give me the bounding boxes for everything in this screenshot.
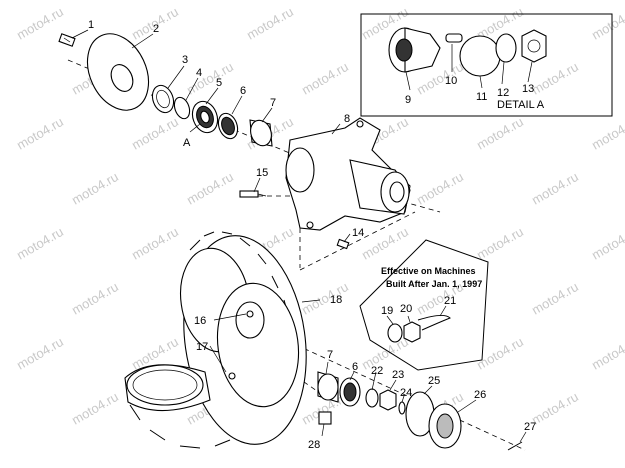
callout-2: 2	[153, 23, 159, 35]
watermark-text: moto4.ru	[184, 59, 236, 98]
leader-lines	[71, 29, 533, 443]
watermark-text: moto4.ru	[529, 279, 581, 318]
watermark-text: moto4.ru	[359, 224, 411, 263]
watermark-text: moto4.ru	[589, 114, 625, 153]
part-6-bearing	[217, 112, 239, 140]
callout-23: 23	[392, 369, 404, 381]
part-1-bolt	[58, 33, 76, 47]
callout-18: 18	[330, 294, 342, 306]
watermark-text: moto4.ru	[529, 169, 581, 208]
callout-28: 28	[308, 439, 320, 451]
watermark-text: moto4.ru	[529, 59, 581, 98]
part-2-brake-disc	[86, 33, 150, 111]
watermark-text: moto4.ru	[244, 4, 296, 43]
callout-6: 6	[240, 85, 246, 97]
watermark-text: moto4.ru	[184, 169, 236, 208]
part-24-cotter	[398, 401, 406, 415]
effective-box: Effective on Machines Built After Jan. 1…	[359, 239, 489, 371]
callout-1: 1	[88, 19, 94, 31]
part-22-washer	[365, 388, 379, 408]
watermark-text: moto4.ru	[14, 114, 66, 153]
callout-17: 17	[196, 341, 208, 353]
callout-5: 5	[216, 77, 222, 89]
callout-15: 15	[256, 167, 268, 179]
callout-A: A	[183, 137, 191, 149]
detail-a-box: DETAIL A	[360, 13, 613, 117]
watermark-text: moto4.ru	[14, 334, 66, 373]
callout-14: 14	[352, 227, 364, 239]
watermark-text: moto4.ru	[14, 4, 66, 43]
callout-27: 27	[524, 421, 536, 433]
callout-26: 26	[474, 389, 486, 401]
callout-25: 25	[428, 375, 440, 387]
effective-callout-20: 20	[400, 303, 412, 315]
detail-callout-12: 12	[497, 87, 509, 99]
part-6-lower-bearing	[339, 377, 361, 407]
callout-4: 4	[196, 67, 202, 79]
watermark-text: moto4.ru	[299, 279, 351, 318]
watermark-text: moto4.ru	[414, 169, 466, 208]
part-7-race	[249, 119, 273, 147]
watermark-text: moto4.ru	[69, 279, 121, 318]
watermark-text: moto4.ru	[129, 224, 181, 263]
watermark-text: moto4.ru	[589, 4, 625, 43]
watermark-text: moto4.ru	[69, 169, 121, 208]
callout-7-lower: 7	[327, 349, 333, 361]
watermark-text: moto4.ru	[359, 334, 411, 373]
watermark-text: moto4.ru	[14, 224, 66, 263]
effective-line-1: Effective on Machines	[381, 266, 476, 276]
watermark-text: moto4.ru	[474, 114, 526, 153]
detail-callout-13: 13	[522, 83, 534, 95]
callout-8: 8	[344, 113, 350, 125]
part-5-bearing	[191, 100, 219, 134]
callout-3: 3	[182, 54, 188, 66]
watermark-text: moto4.ru	[474, 334, 526, 373]
callout-24: 24	[400, 387, 412, 399]
part-27-screw	[507, 441, 523, 451]
detail-callout-9: 9	[405, 94, 411, 106]
part-28-valve	[318, 411, 332, 425]
watermark-text: moto4.ru	[589, 224, 625, 263]
callout-16: 16	[194, 315, 206, 327]
watermark-text: moto4.ru	[529, 389, 581, 428]
part-16-17-wheel-rim	[124, 282, 300, 449]
detail-callout-10: 10	[445, 75, 457, 87]
part-8-hub	[285, 117, 411, 231]
callout-7: 7	[270, 97, 276, 109]
part-23-nut	[379, 389, 397, 411]
watermark-text: moto4.ru	[589, 334, 625, 373]
watermark-text: moto4.ru	[299, 59, 351, 98]
part-26-cap	[428, 403, 462, 449]
part-3-seal	[151, 84, 175, 114]
part-14-stud	[336, 238, 350, 250]
watermark-text: moto4.ru	[129, 114, 181, 153]
part-7-lower-race	[317, 371, 339, 403]
part-15-bolt	[239, 190, 267, 198]
callout-6-lower: 6	[352, 361, 358, 373]
detail-a-title: DETAIL A	[497, 99, 545, 111]
callout-labels: 1 2 3 4 5 6 7 8 A 15 14 18 16 17 7 6 22 …	[88, 19, 536, 451]
watermark-text: moto4.ru	[69, 389, 121, 428]
part-4-ring	[173, 96, 191, 120]
effective-callout-19: 19	[381, 305, 393, 317]
effective-callout-21: 21	[444, 295, 456, 307]
callout-22: 22	[371, 365, 383, 377]
detail-callout-11: 11	[476, 91, 487, 103]
effective-line-2: Built After Jan. 1, 1997	[386, 279, 482, 289]
watermark-text: moto4.ru	[474, 224, 526, 263]
